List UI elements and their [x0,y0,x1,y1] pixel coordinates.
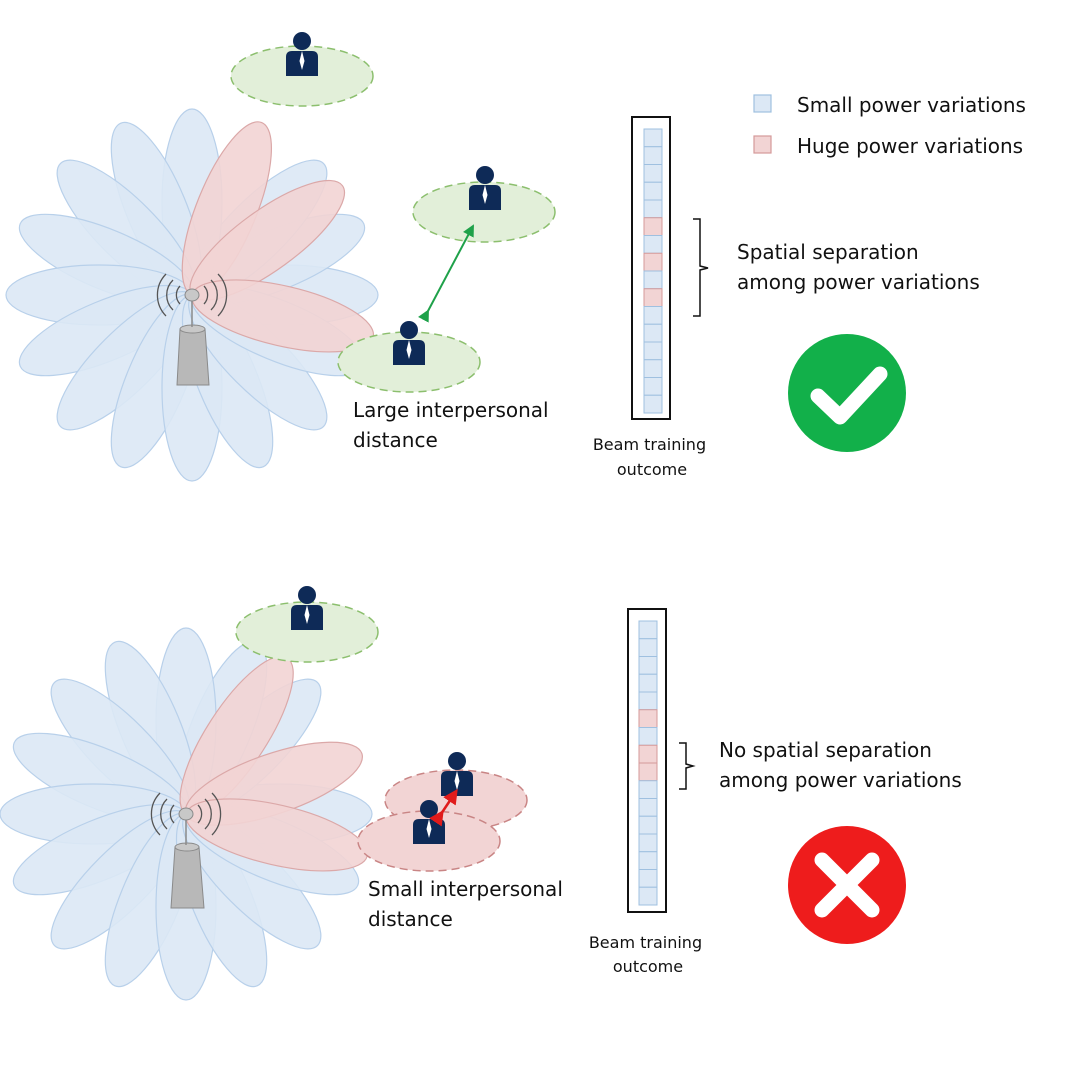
person-icon [441,752,473,796]
outcome-bar-frame-top [631,116,671,420]
distance-label-top-line1: Large interpersonal [353,398,549,422]
legend-item-small: Small power variations [753,93,1026,117]
bar-cell-small [643,181,663,201]
bar-cell-small [638,673,658,693]
distance-label-bottom-line2: distance [368,907,453,931]
outcome-bar-top [643,128,663,414]
bar-cell-small [638,656,658,675]
person-icon [469,166,501,210]
bar-cell-small [638,798,658,817]
legend-swatch-huge [753,135,772,154]
person-icon [393,321,425,365]
bar-cell-small [643,199,663,219]
bar-cell-small [638,780,658,799]
person-icon [286,32,318,76]
beam-pattern-bottom [0,627,373,1001]
bar-cell-small [638,886,658,906]
separation-label-top: Spatial separation among power variation… [737,240,980,294]
legend: Small power variations Huge power variat… [753,93,1026,158]
outcome-bar-frame-bottom [627,608,667,913]
bar-cell-small [643,164,663,183]
outcome-label-bottom: Beam training outcome [589,933,707,976]
distance-arrow-green [418,224,474,323]
bar-cell-small [638,851,658,870]
legend-label-huge: Huge power variations [797,134,1023,158]
separation-label-bottom-line1: No spatial separation [719,738,932,762]
separation-brace-top [693,218,709,317]
separation-label-top-line1: Spatial separation [737,240,919,264]
panel-bottom: Small interpersonal distance Beam traini… [0,586,962,1001]
legend-item-huge: Huge power variations [753,134,1023,158]
legend-swatch-small [753,94,772,113]
bar-cell-small [638,691,658,711]
bar-cell-small [643,146,663,165]
bar-cell-small [638,727,658,746]
bar-cell-small [638,833,658,853]
bar-cell-huge [643,252,663,272]
bar-cell-small [643,235,663,254]
distance-label-bottom-line1: Small interpersonal [368,877,563,901]
distance-arrow-red [429,788,458,827]
bar-cell-small [643,377,663,396]
distance-label-top: Large interpersonal distance [353,398,555,452]
bar-cell-small [643,341,663,361]
separation-label-bottom: No spatial separation among power variat… [719,738,962,792]
bar-cell-small [638,815,658,835]
bar-cell-small [643,394,663,414]
separation-brace-bottom [679,742,696,790]
bar-cell-huge [638,762,658,782]
bar-cell-small [643,359,663,378]
bar-cell-huge [638,709,658,728]
bar-cell-huge [643,217,663,236]
distance-label-bottom: Small interpersonal distance [368,877,569,931]
cross-icon [788,826,906,944]
beam-pattern-top [5,108,379,482]
bar-cell-small [638,869,658,888]
bar-cell-small [643,306,663,325]
bar-cell-huge [643,288,663,307]
base-station-icon [156,273,228,386]
bar-cell-small [643,128,663,148]
panel-top: Large interpersonal distance Beam traini… [5,32,980,482]
outcome-label-top-line1: Beam training [593,435,706,454]
bar-cell-small [638,638,658,657]
check-icon [788,334,906,452]
separation-label-bottom-line2: among power variations [719,768,962,792]
outcome-label-bottom-line1: Beam training [589,933,702,952]
outcome-bar-bottom [638,620,658,906]
outcome-label-top-line2: outcome [617,460,687,479]
separation-label-top-line2: among power variations [737,270,980,294]
bar-cell-small [643,270,663,290]
bar-cell-small [643,323,663,343]
base-station-icon [150,792,222,909]
outcome-label-top: Beam training outcome [593,435,711,479]
bar-cell-huge [638,744,658,764]
legend-label-small: Small power variations [797,93,1026,117]
bar-cell-small [638,620,658,640]
outcome-label-bottom-line2: outcome [613,957,683,976]
distance-label-top-line2: distance [353,428,438,452]
person-icon [291,586,323,630]
